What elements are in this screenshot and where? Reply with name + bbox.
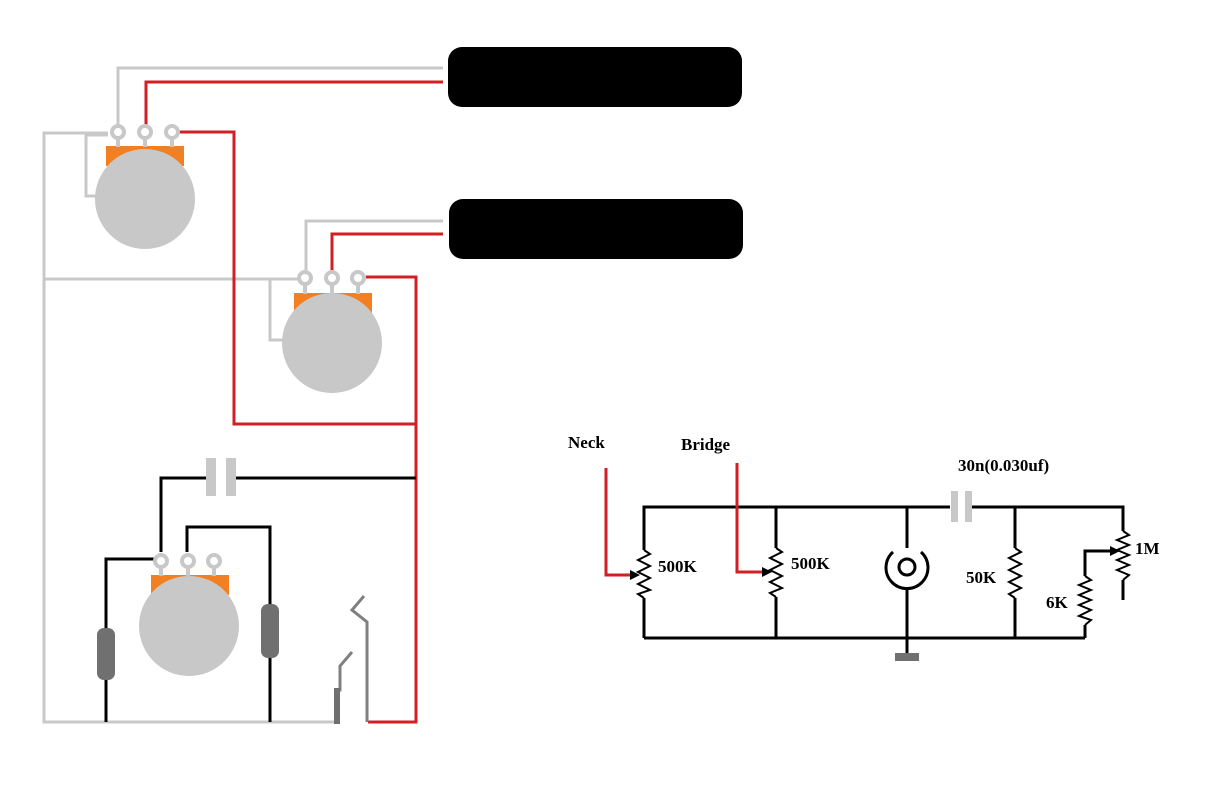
pot1-ground-link xyxy=(84,133,108,198)
bridge-pickup-icon xyxy=(449,199,743,259)
r6k-wiper-lead xyxy=(1083,549,1113,576)
bridge-pickup-hot-wire xyxy=(330,232,443,273)
pictorial-wiring xyxy=(42,66,443,724)
top-rail-left xyxy=(642,505,950,550)
pot1-wiper-arrow xyxy=(630,570,640,580)
neck-pickup-icon xyxy=(448,47,742,107)
ground-symbol-icon xyxy=(895,653,919,661)
capacitor-label: 30n(0.030uf) xyxy=(958,456,1049,475)
schematic: Neck Bridge 30n(0.030uf) 500K 500K 50K 6… xyxy=(568,433,1160,661)
pot1-value-label: 500K xyxy=(658,557,698,576)
tone-pot-icon xyxy=(139,553,239,676)
output-jack-icon xyxy=(335,595,369,724)
ground-bus-wire xyxy=(42,131,340,724)
r50k-zigzag-icon xyxy=(1006,547,1024,599)
pot1-output-wire xyxy=(178,130,416,426)
pot1m-wiper-arrow xyxy=(1110,546,1120,556)
r6k-value-label: 6K xyxy=(1046,593,1069,612)
cap-left-wire xyxy=(159,476,206,552)
pot2-wiper-arrow xyxy=(762,567,772,577)
neck-pickup-ground-wire xyxy=(116,66,443,130)
schematic-jack-icon xyxy=(884,550,930,591)
r6k-zigzag-icon xyxy=(1076,575,1094,626)
tone-right-wire xyxy=(185,525,272,604)
pot2-zigzag-icon xyxy=(767,547,785,598)
hot-wires xyxy=(144,80,443,724)
bridge-pickup-ground-wire xyxy=(304,219,443,273)
r50k-value-label: 50K xyxy=(966,568,997,587)
neck-input-wire xyxy=(604,468,632,577)
bridge-label: Bridge xyxy=(681,435,731,454)
right-resistor-icon xyxy=(261,604,279,658)
volume-pot-2-icon xyxy=(282,270,382,393)
ground-wires xyxy=(42,66,443,724)
schematic-capacitor-icon xyxy=(951,491,972,522)
pot1-zigzag-icon xyxy=(635,549,653,599)
jack-tip-contact xyxy=(349,595,369,722)
tone-wires xyxy=(104,476,416,722)
pot2-output-wire xyxy=(366,275,418,724)
pot1m-zigzag-icon xyxy=(1114,530,1132,581)
jack-sleeve-lug xyxy=(334,688,340,724)
neck-pickup-hot-wire xyxy=(144,80,443,130)
pot1m-value-label: 1M xyxy=(1135,539,1160,558)
volume-pot-1-icon xyxy=(95,124,195,249)
pot2-value-label: 500K xyxy=(791,554,831,573)
bridge-input-wire xyxy=(735,463,764,574)
top-rail-right xyxy=(972,505,1125,531)
pot2-body-ground xyxy=(268,277,296,342)
left-resistor-icon xyxy=(97,628,115,680)
tone-capacitor-icon xyxy=(206,458,236,496)
tone-left-wire xyxy=(104,557,161,630)
neck-label: Neck xyxy=(568,433,605,452)
